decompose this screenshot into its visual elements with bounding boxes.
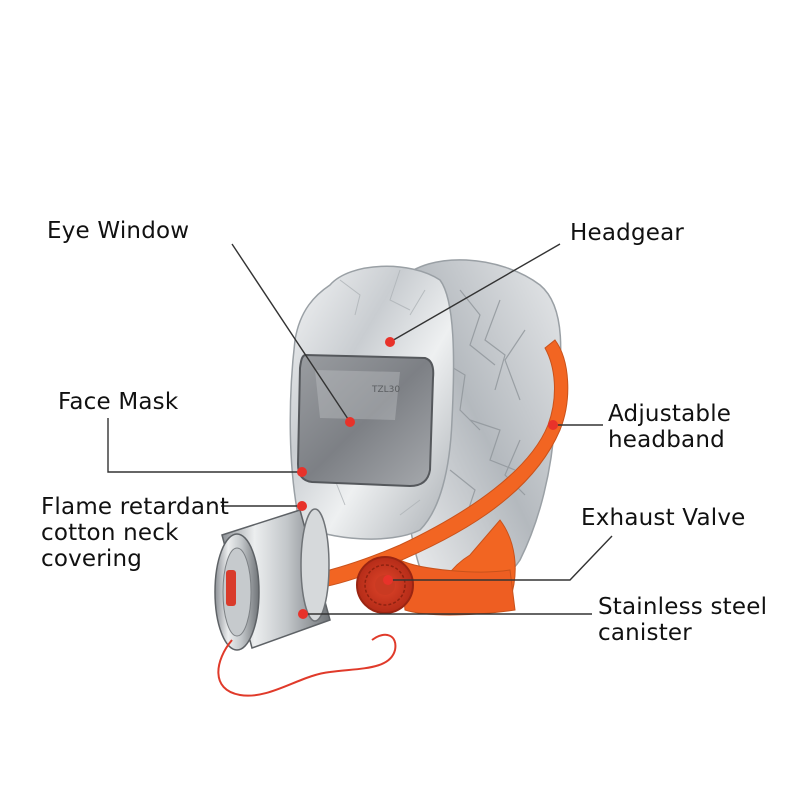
label-exhaust-valve: Exhaust Valve — [581, 505, 746, 531]
face-mask-marker-dot — [297, 467, 307, 477]
headband-marker-dot — [548, 420, 558, 430]
label-flame-retardant-neck-covering: Flame retardant cotton neck covering — [41, 494, 230, 572]
exhaust-valve-marker-dot — [383, 575, 393, 585]
label-adjustable-headband: Adjustable headband — [608, 401, 732, 453]
label-face-mask: Face Mask — [58, 389, 179, 415]
canister-marker-dot — [298, 609, 308, 619]
svg-text:TZL30: TZL30 — [371, 385, 400, 395]
label-stainless-steel-canister: Stainless steel canister — [598, 594, 768, 646]
headgear-marker-dot — [385, 337, 395, 347]
neck-covering-marker-dot — [297, 501, 307, 511]
label-eye-window: Eye Window — [47, 218, 190, 244]
exhaust-valve — [356, 556, 414, 614]
label-headgear: Headgear — [570, 220, 685, 246]
eye-window-visor — [296, 353, 435, 488]
drawstring — [217, 633, 397, 697]
eye-window-marker-dot — [345, 417, 355, 427]
marker-dots — [297, 337, 558, 619]
stainless-canister — [214, 508, 331, 651]
leader-lines — [107, 243, 613, 615]
